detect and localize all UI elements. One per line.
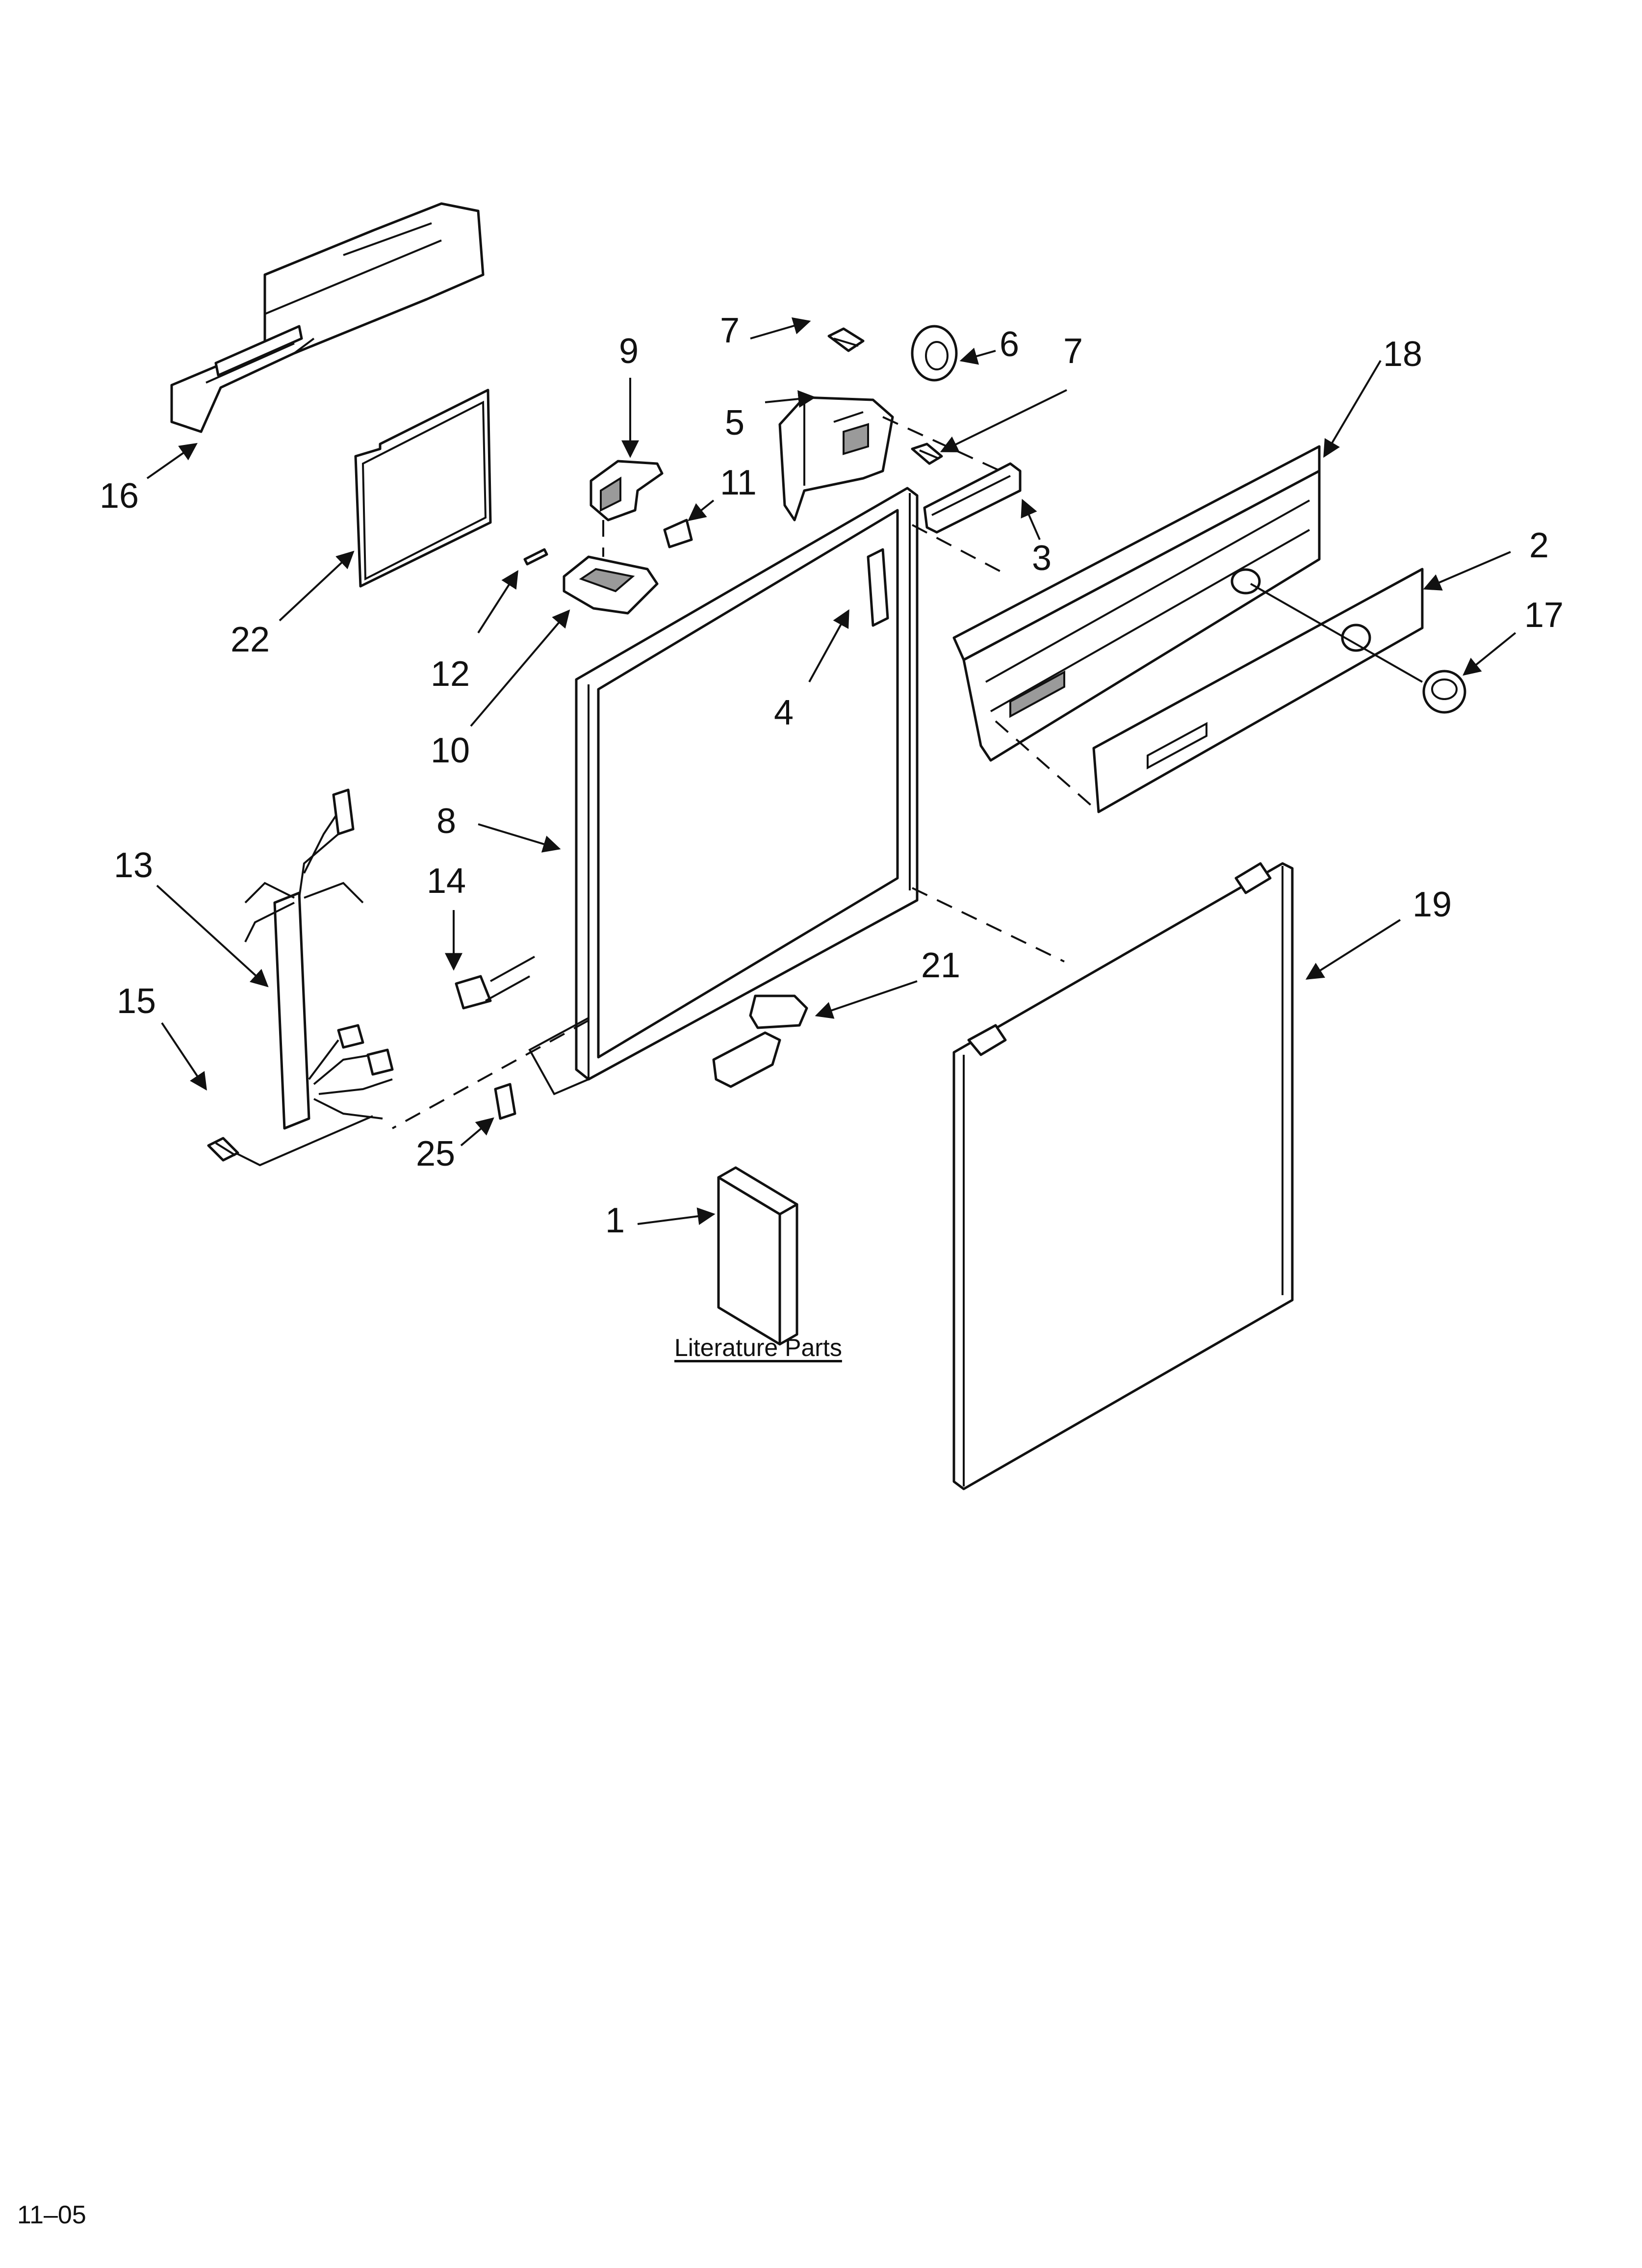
callout-9: 9 — [619, 332, 639, 371]
part-5-switch — [778, 396, 894, 521]
callout-25: 25 — [416, 1134, 456, 1173]
part-12-seal — [523, 548, 548, 566]
part-17-knob — [1422, 670, 1466, 714]
part-15-screw — [207, 1137, 239, 1162]
callout-15: 15 — [117, 982, 156, 1021]
part-14-sensor — [455, 956, 535, 1010]
part-7-screw-top — [827, 327, 865, 352]
part-1-literature-book — [717, 1166, 798, 1346]
callout-8: 8 — [436, 802, 457, 841]
callout-22: 22 — [231, 620, 270, 659]
part-13-wire-harness — [244, 788, 394, 1130]
part-3-bracket — [923, 462, 1022, 534]
callout-1: 1 — [605, 1201, 625, 1240]
callout-7-right: 7 — [1063, 332, 1083, 371]
date-code: 11–05 — [17, 2201, 86, 2229]
part-22-panel — [354, 389, 492, 588]
literature-parts-caption: Literature Parts — [674, 1334, 842, 1361]
part-2-overlay — [1092, 568, 1424, 813]
callout-10: 10 — [431, 731, 470, 770]
callout-7-top: 7 — [720, 311, 740, 350]
part-25-clip — [494, 1083, 516, 1120]
part-18-console — [952, 445, 1321, 762]
part-16-housing — [170, 202, 485, 433]
callout-17: 17 — [1524, 596, 1564, 635]
callout-19: 19 — [1412, 885, 1452, 924]
callout-21: 21 — [921, 946, 961, 985]
callout-6: 6 — [1000, 325, 1020, 364]
part-9-bracket — [590, 460, 664, 521]
part-7-screw-right — [911, 443, 943, 465]
leader-lines — [146, 317, 1516, 1225]
callout-18: 18 — [1383, 335, 1423, 374]
part-10-holder — [563, 555, 659, 615]
callout-14: 14 — [427, 861, 466, 901]
part-6-knob-dial — [911, 325, 958, 382]
part-21-bracket — [712, 994, 808, 1088]
callout-5: 5 — [725, 403, 745, 443]
callout-16: 16 — [100, 476, 139, 516]
callout-12: 12 — [431, 654, 470, 694]
callout-3: 3 — [1032, 539, 1052, 578]
callout-4: 4 — [774, 693, 794, 732]
callout-13: 13 — [114, 846, 154, 885]
callout-2: 2 — [1529, 526, 1549, 565]
callout-11: 11 — [720, 463, 757, 502]
part-19-door-panel — [952, 862, 1294, 1490]
part-11-clip — [663, 519, 693, 548]
part-8-door-frame — [528, 487, 919, 1095]
